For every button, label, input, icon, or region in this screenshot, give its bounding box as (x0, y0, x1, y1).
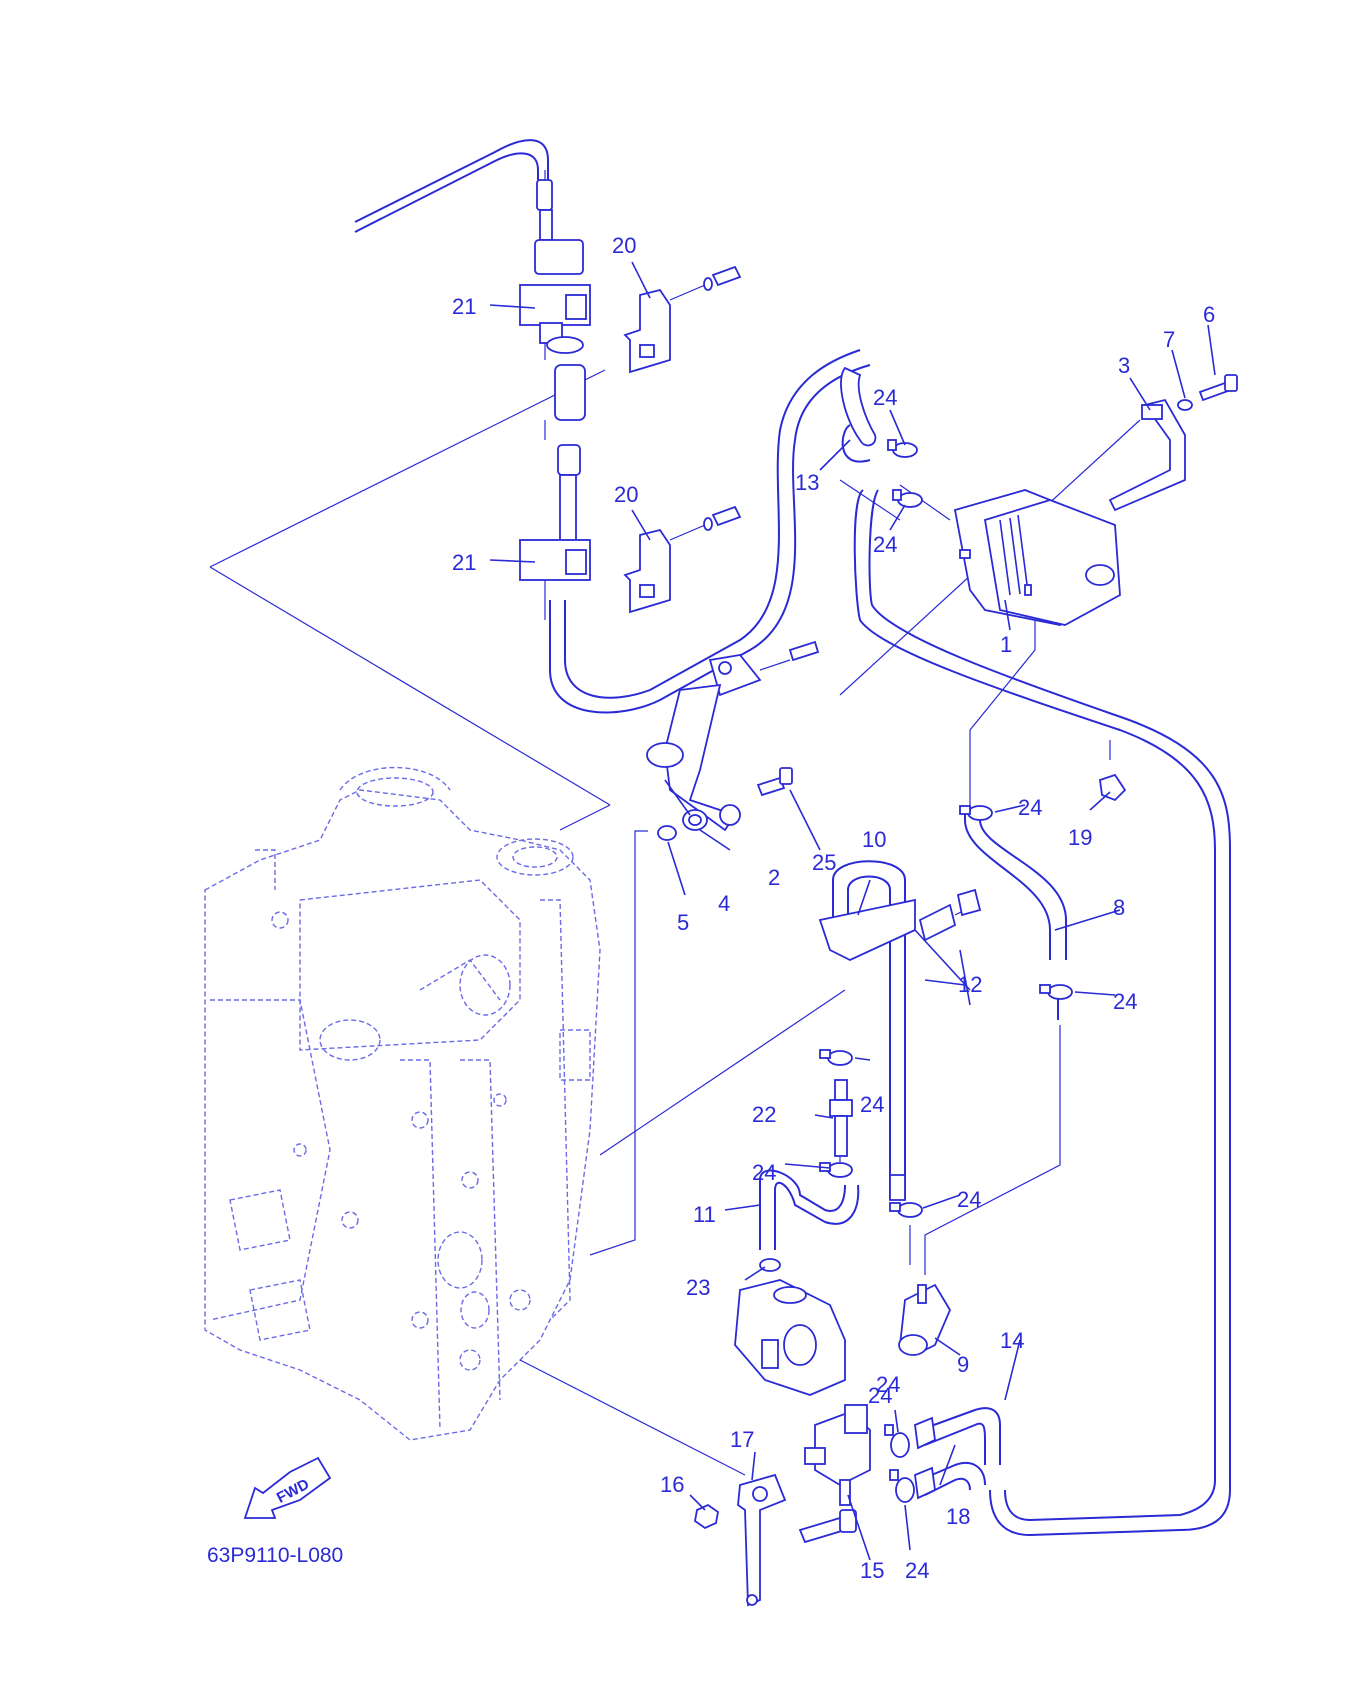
callout-20-lower: 20 (614, 482, 638, 507)
clamp-24-f (819, 1162, 853, 1178)
hose-10 (889, 1174, 906, 1201)
callout-19: 19 (1068, 825, 1092, 850)
callout-21-lower: 21 (452, 550, 476, 575)
bracket-20-upper (623, 265, 742, 374)
clamps-24 (819, 439, 1073, 1503)
callout-23: 23 (686, 1275, 710, 1300)
hose-13 (840, 366, 877, 447)
bolt-6 (1198, 374, 1238, 402)
callout-6: 6 (1203, 302, 1215, 327)
bracket-3 (1108, 398, 1186, 512)
joint-22 (829, 1079, 853, 1157)
clip-23 (759, 1258, 781, 1272)
grommet-4 (682, 809, 708, 831)
clamp-24-b (892, 489, 923, 508)
fuel-filter-lower-21 (519, 444, 591, 581)
nut-16 (694, 1503, 719, 1530)
callout-18: 18 (946, 1504, 970, 1529)
callout-24-g: 24 (957, 1187, 981, 1212)
callout-24-a: 24 (873, 385, 897, 410)
bracket-17 (737, 1473, 787, 1607)
drawing-code: 63P9110-L080 (207, 1544, 343, 1567)
clamp-24-c (959, 805, 993, 821)
clamp-24-h (884, 1424, 910, 1458)
hose-14 (914, 1416, 936, 1450)
fwd-arrow-icon: FWD (243, 1456, 332, 1519)
fuel-filter-upper-21 (519, 179, 591, 421)
hose-18 (914, 1466, 936, 1500)
canister-1 (953, 489, 1121, 626)
callout-4: 4 (718, 891, 730, 916)
callout-numbers: 1 2 3 4 5 6 7 8 9 10 11 12 13 14 15 16 1… (452, 233, 1215, 1583)
callout-24-c: 24 (1018, 795, 1042, 820)
callout-24-i: 24 (905, 1558, 929, 1583)
hoses (354, 139, 1231, 1537)
callout-leaders (489, 261, 1216, 1561)
callout-3: 3 (1118, 353, 1130, 378)
callout-24-h: 24 (876, 1372, 900, 1397)
clamp-24-a (887, 439, 918, 458)
washer-7 (1177, 399, 1193, 411)
clamp-24-e (819, 1049, 853, 1066)
callout-24-b: 24 (873, 532, 897, 557)
callout-14: 14 (1000, 1328, 1024, 1353)
callout-5: 5 (677, 910, 689, 935)
callout-24-d: 24 (1113, 989, 1137, 1014)
callout-1: 1 (1000, 632, 1012, 657)
callout-9: 9 (957, 1352, 969, 1377)
engine-block (204, 766, 601, 1441)
callout-11: 11 (693, 1202, 716, 1227)
callout-12: 12 (958, 972, 982, 997)
callout-10: 10 (862, 827, 886, 852)
leader-lines (209, 170, 1141, 1476)
callout-24-j: 24 (868, 1383, 892, 1408)
holder-12 (818, 888, 982, 961)
callout-24-f: 24 (752, 1160, 776, 1185)
valve-15 (804, 1404, 871, 1506)
bracket-2 (646, 640, 820, 832)
clamp-24-g (889, 1202, 923, 1218)
callout-8: 8 (1113, 895, 1125, 920)
callout-20-upper: 20 (612, 233, 636, 258)
callout-24-e: 24 (860, 1092, 884, 1117)
bolt-15 (798, 1509, 857, 1544)
clamp-24-d (1039, 984, 1073, 1000)
callout-2: 2 (768, 865, 780, 890)
clamp-24-i (889, 1469, 915, 1503)
valve-9 (898, 1283, 952, 1357)
callout-25: 25 (812, 850, 836, 875)
callout-22: 22 (752, 1102, 776, 1127)
bolt-25 (756, 767, 793, 797)
callout-21-upper: 21 (452, 294, 476, 319)
bracket-20-lower (623, 505, 742, 614)
callout-17: 17 (730, 1427, 754, 1452)
callout-7: 7 (1163, 327, 1175, 352)
thermostat-cover (734, 1279, 846, 1396)
clip-19 (1099, 773, 1127, 802)
callout-16: 16 (660, 1472, 684, 1497)
callout-15: 15 (860, 1558, 884, 1583)
nut-5 (657, 825, 677, 841)
callout-13: 13 (795, 470, 819, 495)
